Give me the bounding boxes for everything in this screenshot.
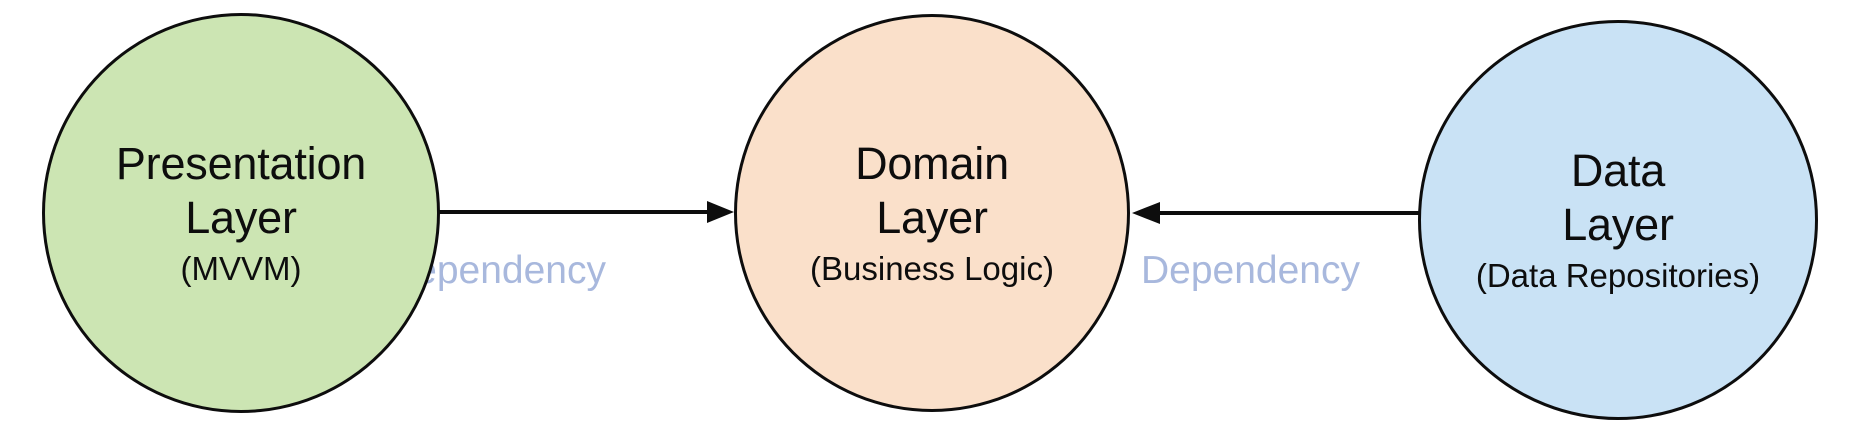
- edge-data-to-domain: [1132, 202, 1419, 224]
- node-domain-title-line-2: Layer: [876, 191, 988, 243]
- edge-label-data-to-domain: Dependency: [1141, 249, 1360, 292]
- arrowhead-right-icon: [707, 201, 734, 223]
- node-data-subtitle: (Data Repositories): [1475, 256, 1761, 294]
- edge-presentation-to-domain: [438, 201, 734, 223]
- node-domain-title-line-1: Domain: [855, 137, 1009, 189]
- arrowhead-left-icon: [1132, 202, 1160, 224]
- node-presentation-title-line-2: Layer: [185, 191, 297, 243]
- node-domain-layer[interactable]: Domain Layer (Business Logic): [734, 14, 1130, 412]
- node-presentation-title-line-1: Presentation: [115, 137, 367, 189]
- node-domain-subtitle: (Business Logic): [810, 249, 1054, 287]
- node-data-layer[interactable]: Data Layer (Data Repositories): [1418, 20, 1818, 420]
- node-data-title-line-2: Layer: [1562, 198, 1674, 250]
- node-presentation-layer[interactable]: Presentation Layer (MVVM): [42, 13, 440, 413]
- node-presentation-subtitle: (MVVM): [180, 249, 302, 287]
- node-data-title-line-1: Data: [1570, 144, 1666, 196]
